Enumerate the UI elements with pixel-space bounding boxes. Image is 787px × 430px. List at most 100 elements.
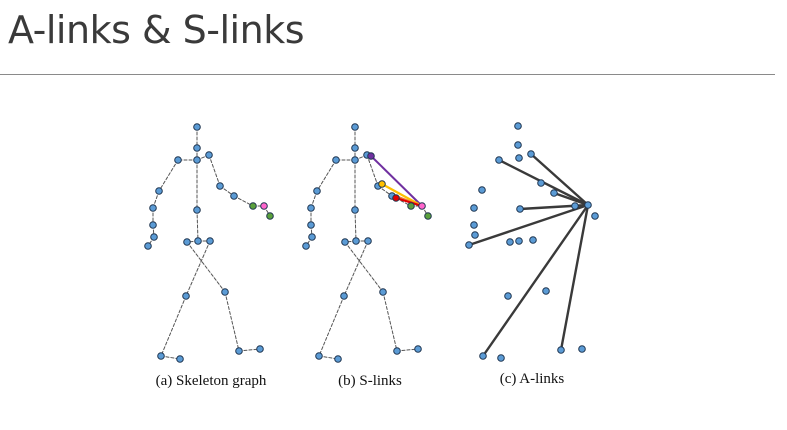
panel-a-joint-rFoot: [256, 345, 264, 353]
panel-b-joint-rH2: [418, 202, 426, 210]
panel-c-joint-18: [542, 287, 550, 295]
panel-a-bone-lShoulder-lElbow: [158, 159, 179, 192]
panel-a-joint-lFoot: [176, 355, 184, 363]
caption-s-links: (b) S-links: [338, 373, 402, 389]
panel-b-joint-lWrist: [307, 204, 315, 212]
panel-b-joint-lHip: [341, 238, 349, 246]
panel-a-bone-lHip-rKnee: [186, 241, 226, 293]
panel-b-joint-rFoot: [414, 345, 422, 353]
panel-a-bone-rKnee-rAnkle: [224, 291, 240, 352]
panel-c-a-link-6: [559, 203, 590, 352]
panel-a-joint-lH2: [150, 233, 158, 241]
panel-a-joint-head: [193, 123, 201, 131]
panel-b-joint-yellow: [378, 180, 386, 188]
panel-c-joint-15: [571, 202, 579, 210]
links-layer: [370, 152, 590, 358]
panel-a-joint-lKnee: [182, 292, 190, 300]
panel-c-joint-22: [578, 345, 586, 353]
panel-b-joint-lH2: [308, 233, 316, 241]
panel-b-joint-rKnee: [379, 288, 387, 296]
panel-b-bone-rHip-lKnee: [343, 240, 369, 297]
panel-a-joint-lShoulder: [174, 156, 182, 164]
panel-b-joint-purple: [367, 152, 375, 160]
caption-a-links: (c) A-links: [500, 371, 565, 387]
panel-c-joint-10: [471, 231, 479, 239]
panel-a-joint-spineTop: [193, 156, 201, 164]
panel-c-joint-4: [527, 150, 535, 158]
panel-b-joint-lAnkle: [315, 352, 323, 360]
panel-a-joint-rH2: [260, 202, 268, 210]
panel-c-joint-9: [470, 221, 478, 229]
panel-c-a-link-4: [467, 203, 590, 247]
panel-c-joint-11: [465, 241, 473, 249]
panel-a-bone-spineMid-hipC: [196, 209, 199, 242]
panel-b-joint-red: [392, 194, 400, 202]
panel-b-s-link-red: [395, 197, 423, 207]
panel-c-hub-joint: [584, 201, 592, 209]
panel-b-joint-rH3: [424, 212, 432, 220]
panel-b-bone-lHip-rKnee: [344, 241, 384, 293]
panel-b-joint-rHip: [364, 237, 372, 245]
panel-a-joint-hipC: [194, 237, 202, 245]
panel-c-joint-13: [515, 237, 523, 245]
panel-b-joint-lKnee: [340, 292, 348, 300]
panel-c-joint-12: [506, 238, 514, 246]
panel-c-joint-3: [495, 156, 503, 164]
panel-a-joint-rElbow: [216, 182, 224, 190]
panel-b-joint-spineMid: [351, 206, 359, 214]
panel-a-joint-neck: [193, 144, 201, 152]
panel-c-joint-6: [537, 179, 545, 187]
panel-a-joint-spineMid: [193, 206, 201, 214]
panel-b-joint-lH1: [307, 221, 315, 229]
panel-a-joint-rShoulder: [205, 151, 213, 159]
panel-b-bone-lShoulder-lElbow: [316, 159, 337, 192]
panel-b-joint-head: [351, 123, 359, 131]
panel-c-a-link-2: [552, 191, 590, 207]
panel-b-joint-rH1: [407, 202, 415, 210]
panel-c-joint-14: [529, 236, 537, 244]
panel-c-joint-20: [497, 354, 505, 362]
panel-a-joint-lElbow: [155, 187, 163, 195]
panel-b-joint-lH3: [302, 242, 310, 250]
panel-a-joint-rAnkle: [235, 347, 243, 355]
panel-c-joint-21: [557, 346, 565, 354]
panel-b-bone-lKnee-lAnkle: [318, 295, 345, 357]
panel-b-bone-spineMid-hipC: [354, 209, 357, 242]
panel-b-bone-rShoulder-rElbow: [366, 154, 379, 187]
panel-c-joint-7: [470, 204, 478, 212]
panel-a-bone-rShoulder-rElbow: [208, 154, 221, 187]
panel-c-joint-mid: [550, 189, 558, 197]
panel-b-joint-lFoot: [334, 355, 342, 363]
panel-a-joint-lHip: [183, 238, 191, 246]
slide-title: A-links & S-links: [8, 8, 305, 52]
caption-skeleton-graph: (a) Skeleton graph: [156, 373, 267, 389]
panel-a-bone-lKnee-lAnkle: [160, 295, 187, 357]
panel-c-joint-8: [516, 205, 524, 213]
panel-b-s-link-yellow: [380, 182, 424, 208]
title-divider: [0, 74, 775, 75]
panel-c-joint-2: [515, 154, 523, 162]
panel-b-s-link-purple: [370, 155, 423, 207]
panel-a-joint-lAnkle: [157, 352, 165, 360]
panel-a-joint-lWrist: [149, 204, 157, 212]
panel-b-joint-lShoulder: [332, 156, 340, 164]
joints-layer: [144, 122, 599, 363]
panel-a-joint-rWrist: [230, 192, 238, 200]
panel-c-joint-16: [591, 212, 599, 220]
panel-a-joint-rKnee: [221, 288, 229, 296]
panel-a-joint-rH1: [249, 202, 257, 210]
panel-a-joint-rH3: [266, 212, 274, 220]
panel-b-bone-rKnee-rAnkle: [382, 291, 398, 352]
panel-b-joint-lElbow: [313, 187, 321, 195]
panel-a-joint-lH1: [149, 221, 157, 229]
panel-c-a-link-5: [481, 203, 590, 358]
panel-a-bone-rHip-lKnee: [185, 240, 211, 297]
panel-c-a-link-1: [529, 152, 590, 207]
panel-c-joint-1: [514, 141, 522, 149]
panel-b-joint-rAnkle: [393, 347, 401, 355]
panel-b-joint-neck: [351, 144, 359, 152]
panel-c-joint-17: [504, 292, 512, 300]
panel-b-joint-spineTop: [351, 156, 359, 164]
panel-c-joint-5: [478, 186, 486, 194]
